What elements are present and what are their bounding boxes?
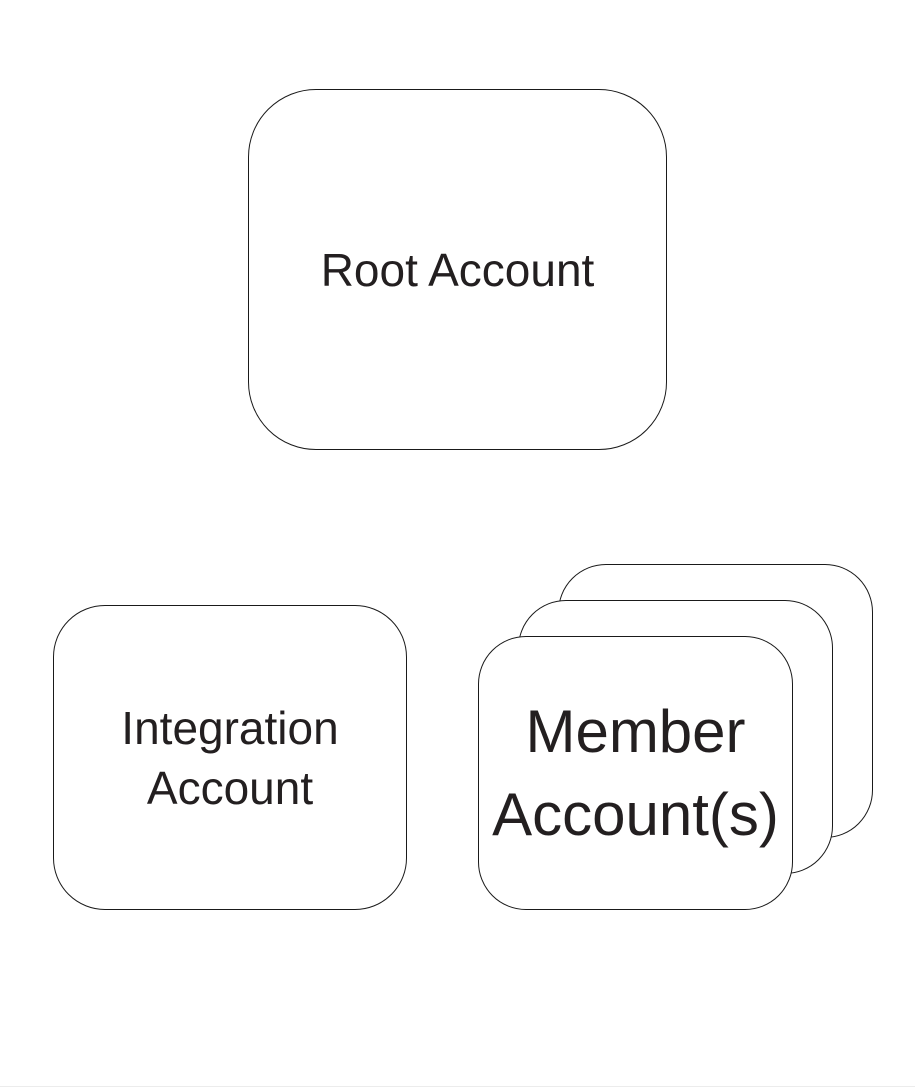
node-root-account: Root Account xyxy=(248,89,667,450)
node-member-accounts-label-line-2: Account(s) xyxy=(492,781,779,848)
node-integration-account-label-line-1: Integration xyxy=(121,701,339,754)
bottom-divider xyxy=(0,1086,915,1087)
node-integration-account-label-line-2: Account xyxy=(146,761,314,814)
node-member-accounts-label-line-1: Member xyxy=(525,698,746,765)
node-root-account-label: Root Account xyxy=(320,243,595,296)
node-member-accounts: Member Account(s) xyxy=(478,636,793,910)
node-integration-account: Integration Account xyxy=(53,605,407,910)
